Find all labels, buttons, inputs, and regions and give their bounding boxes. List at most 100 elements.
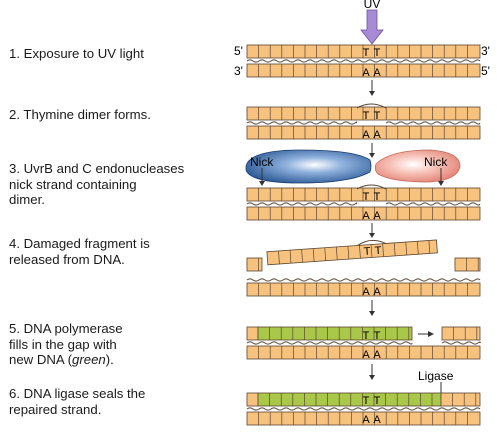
thymine-label: T [374,330,381,342]
released-fragment-tick [428,240,431,254]
step-arrow-head [438,181,444,186]
adenine-label: A [362,349,370,361]
adenine-label: A [362,286,370,298]
uvrc-enzyme-blob [374,149,461,183]
released-fragment-tick [405,242,408,256]
thymine-label: T [374,395,381,407]
step-6-label: 6. DNA ligase seals the repaired strand. [9,386,146,417]
thymine-label: T [363,395,370,407]
adenine-label: A [362,67,370,79]
base-pair-line [246,202,358,206]
adenine-label: A [373,67,381,79]
thymine-label: T [363,330,370,342]
released-fragment-tick [417,241,419,255]
released-fragment-tick [393,242,396,256]
released-fragment-tick [382,243,384,257]
adenine-label: A [373,414,381,426]
step6-bottom-strand [246,411,481,426]
step6-old-left [246,392,259,407]
step-2-label: 2. Thymine dimer forms. [9,107,151,122]
step-3-label: 3. UvrB and C endonucleases nick strand … [9,161,185,207]
step4-top-right-piece [454,257,481,272]
released-fragment-tick [312,248,315,262]
bottom-strand-5prime-label: 5' [481,64,490,78]
step4-top-right-piece-body [454,257,481,272]
step-arrow-head [259,181,265,186]
step5-old-right [441,326,481,341]
thymine-label: T [363,191,370,203]
step4-top-left-piece [246,257,263,272]
released-fragment-tick [336,246,338,260]
step-4-label: 4. Damaged fragment is released from DNA… [9,236,150,267]
released-fragment-body [266,239,438,266]
released-fragment-tick [278,250,280,264]
step3-bottom-strand [246,206,481,221]
base-pair-line [246,407,481,411]
step-arrow-head [369,311,375,316]
adenine-label: A [362,414,370,426]
step5-bottom-strand [246,345,481,360]
step4-top-left-piece-body [246,257,263,272]
base-pair-line [246,341,413,345]
uv-arrow [360,9,384,45]
uv-label: UV [364,0,381,11]
uvrb-enzyme-blob [245,149,372,184]
thymine-label: T [374,245,382,257]
polymerase-direction-arrow-head [428,331,434,337]
base-pair-line [246,121,358,125]
released-fragment-tick [289,250,292,264]
base-pair-line [385,121,481,125]
released-fragment-tick [370,244,373,258]
adenine-label: A [373,349,381,361]
step-arrow-head [369,91,375,96]
released-fragment-tick [301,249,303,263]
thymine-label: T [374,47,381,59]
thymine-label: T [363,246,371,258]
top-strand-5prime-label: 5' [234,44,243,58]
released-fragment-tick [347,246,350,260]
thymine-label: T [374,110,381,122]
step1-top-strand [246,44,481,59]
base-pair-line [246,278,481,282]
step-arrow-head [369,153,375,158]
base-pair-line [246,59,481,63]
bottom-strand-3prime-label: 3' [234,64,243,78]
step-arrow-head [369,375,375,380]
nick-right-label: Nick [424,155,448,169]
base-pair-line [385,202,481,206]
base-pair-line [441,341,481,345]
thymine-label: T [363,110,370,122]
step-1-label: 1. Exposure to UV light [9,46,144,61]
adenine-label: A [373,286,381,298]
step4-bottom-strand [246,282,481,297]
adenine-label: A [373,210,381,222]
ligase-label: Ligase [418,369,454,383]
step2-top-strand [246,106,481,121]
adenine-label: A [362,129,370,141]
step6-new-dna-body [257,392,442,407]
released-fragment-tick [324,247,327,261]
step1-bottom-strand [246,63,481,78]
adenine-label: A [373,129,381,141]
step6-old-right-body [440,392,481,407]
step2-bottom-strand [246,125,481,140]
step5-new-dna-body [257,326,413,341]
step5-new-dna [257,326,413,341]
adenine-label: A [362,210,370,222]
thymine-dimer-bond [356,103,387,109]
step-arrow-head [369,233,375,238]
step5-old-left [246,326,259,341]
step-5-label: 5. DNA polymerase fills in the gap with … [9,321,123,367]
released-fragment-tick [359,245,361,259]
step6-new-dna [257,392,442,407]
thymine-dimer-bond [357,239,386,246]
thymine-dimer-bond [356,184,387,190]
step5-old-right-body [441,326,481,341]
thymine-label: T [363,47,370,59]
step6-old-left-body [246,392,259,407]
top-strand-3prime-label: 3' [481,44,490,58]
step6-old-right [440,392,481,407]
step3-top-strand [246,187,481,202]
